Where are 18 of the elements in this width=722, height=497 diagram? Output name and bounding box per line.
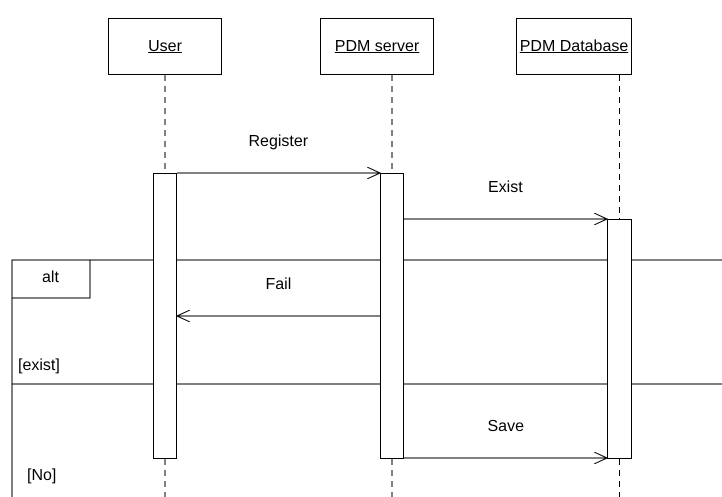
guard-condition: [No] <box>26 467 58 485</box>
lifeline-head: User <box>108 18 222 75</box>
message-label: Register <box>248 133 310 151</box>
message-arrow <box>404 452 608 464</box>
message-arrow <box>176 310 380 322</box>
lifeline-head: PDM server <box>320 18 434 75</box>
fragment-operator: alt <box>41 269 60 287</box>
message-arrow <box>176 166 380 180</box>
message-label: Save <box>486 418 525 436</box>
guard-condition: [exist] <box>17 357 61 375</box>
lifeline <box>619 74 620 220</box>
message-arrow <box>404 212 608 226</box>
activation-bar <box>153 173 177 459</box>
message-label: Exist <box>487 179 524 197</box>
activation-bar <box>607 219 632 459</box>
lifeline-head: PDM Database <box>516 18 632 75</box>
activation-bar <box>380 173 404 459</box>
message-label: Fail <box>264 276 292 294</box>
